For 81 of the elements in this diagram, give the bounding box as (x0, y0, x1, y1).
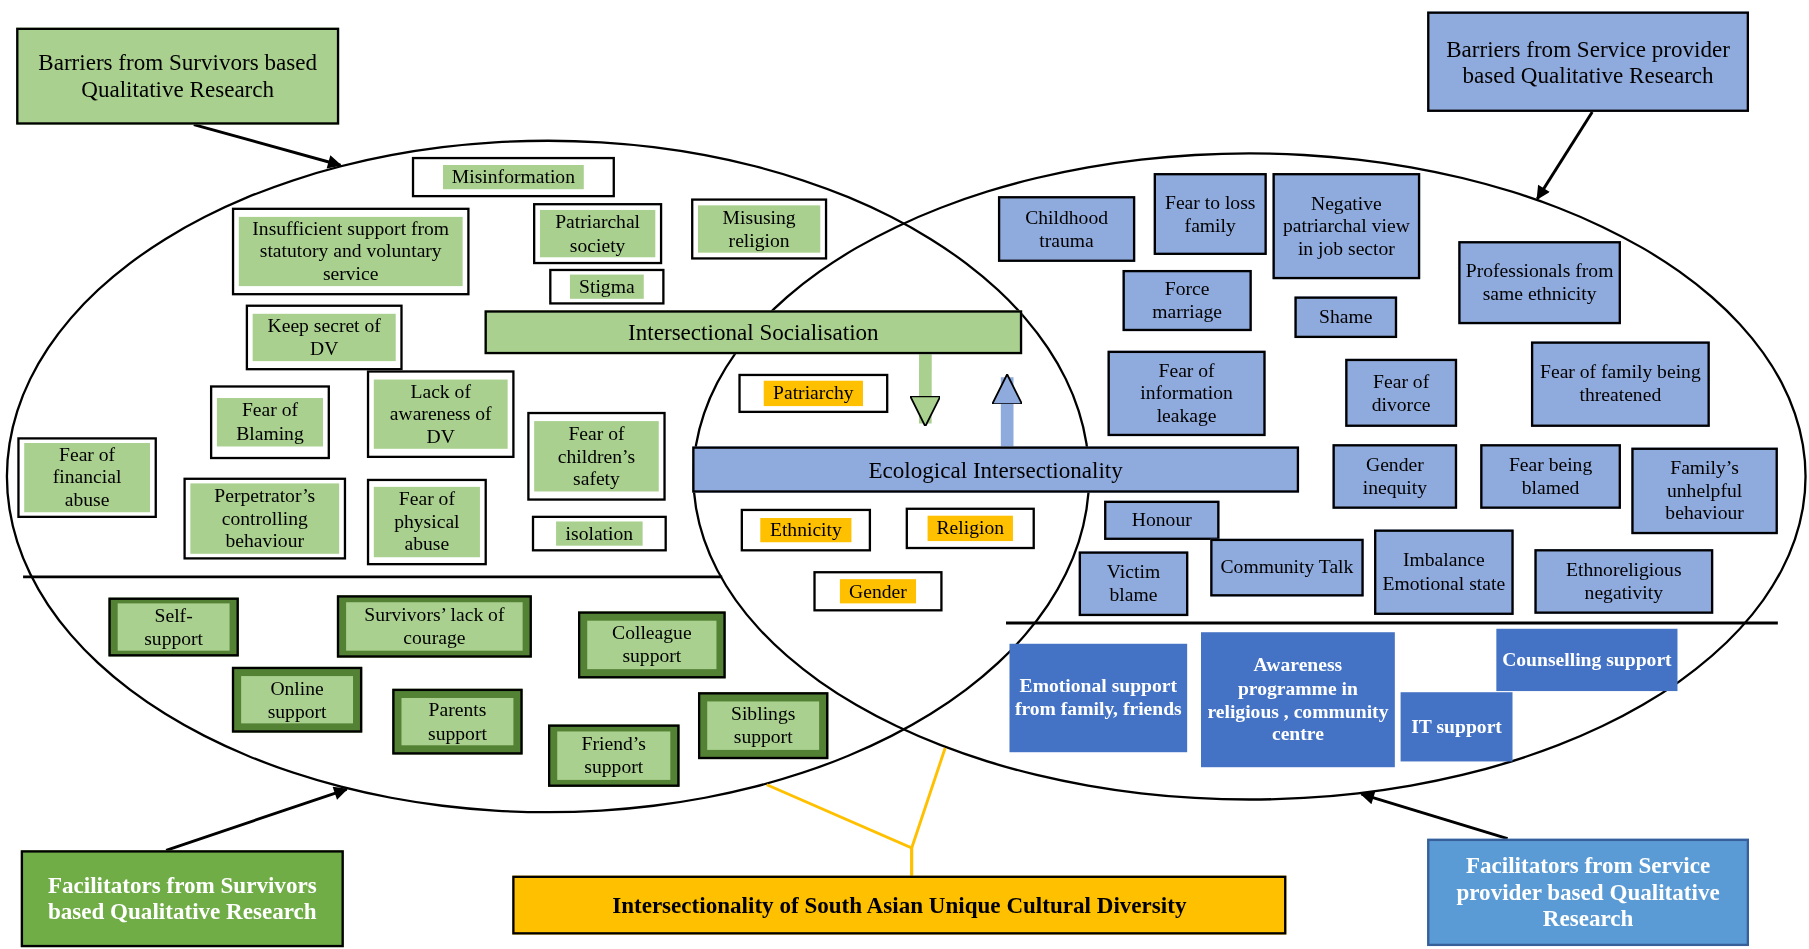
facilitator-box (392, 688, 523, 755)
facilitator-label: Online support (241, 676, 354, 724)
barrier-box (231, 207, 470, 296)
facilitator-box (108, 597, 239, 657)
barrier-box (527, 411, 666, 501)
block-arrow (909, 354, 942, 428)
barrier-box: Professionals from same ethnicity (1458, 241, 1621, 325)
barrier-label: Fear of Blaming (216, 398, 324, 446)
barrier-label: Patriarchal society (539, 209, 656, 258)
barrier-label: Keep secret of DV (252, 313, 396, 362)
barrier-box (17, 437, 157, 518)
barrier-label: Misusing religion (698, 205, 821, 253)
factor-box (813, 571, 943, 612)
facilitator-label: Colleague support (587, 621, 717, 669)
factor-label: Gender (839, 578, 917, 604)
facilitator-box (231, 666, 363, 733)
barrier-box: Shame (1294, 296, 1398, 339)
connector-line (910, 747, 947, 876)
barrier-box: Childhood trauma (997, 196, 1136, 262)
arrow (165, 786, 348, 852)
factor-box (905, 507, 1035, 550)
barrier-box (549, 268, 665, 305)
barrier-box: Fear being blamed (1480, 444, 1621, 509)
barrier-box: Gender inequity (1332, 444, 1458, 509)
factor-label: Ethnicity (760, 517, 852, 543)
factor-label: Religion (927, 515, 1014, 541)
barrier-box (245, 304, 403, 371)
barrier-label: Lack of awareness of DV (373, 379, 508, 450)
facilitator-label: Friend’s support (557, 731, 671, 780)
facilitator-box (698, 692, 829, 760)
barrier-box: Fear to loss family (1153, 173, 1267, 255)
heading-box: Facilitators from Service provider based Qualitative Research (1427, 838, 1749, 947)
heading-box: Facilitators from Survivors based Qualitative Research (20, 850, 344, 948)
barrier-label: Stigma (569, 274, 644, 300)
barrier-box: Negative patriarchal view in job sector (1272, 173, 1421, 280)
facilitator-label: Siblings support (707, 701, 820, 750)
barrier-box: Honour (1104, 500, 1220, 540)
barrier-box: Family’s unhelpful behaviour (1631, 447, 1778, 535)
arrow (193, 123, 342, 169)
facilitator-label: Self-support (117, 603, 230, 651)
barrier-box (533, 203, 663, 265)
facilitator-box: Counselling support (1496, 628, 1678, 692)
facilitator-box (548, 724, 680, 787)
barrier-label: Fear of financial abuse (24, 442, 150, 513)
barrier-label: Misinformation (442, 164, 585, 190)
facilitator-label: Survivors’ lack of courage (346, 602, 523, 651)
arrow (1360, 791, 1509, 841)
barrier-box (183, 477, 347, 560)
barrier-box: Community Talk (1210, 538, 1364, 597)
barrier-label: Perpetrator’s controlling behaviour (190, 483, 340, 554)
heading-box: Barriers from Survivors based Qualitative Research (16, 27, 340, 125)
barrier-label: isolation (556, 521, 643, 546)
barrier-box (691, 198, 828, 260)
barrier-box: Victim blame (1078, 551, 1189, 617)
facilitator-label: Parents support (401, 697, 514, 746)
barrier-label: Fear of physical abuse (373, 487, 480, 557)
barrier-box: Imbalance Emotional state (1374, 529, 1514, 615)
factor-label: Patriarchy (763, 380, 863, 406)
heading-box: Barriers from Service provider based Qualitative Research (1427, 11, 1749, 112)
barrier-label: Insufficient support from statutory and voluntary service (238, 216, 463, 287)
facilitator-box: Emotional support from family, friends (1009, 643, 1188, 753)
factor-box (740, 508, 872, 552)
facilitator-box: Awareness programme in religious , community centre (1201, 632, 1395, 768)
facilitator-box: IT support (1400, 692, 1513, 762)
barrier-label: Fear of children’s safety (534, 421, 659, 492)
barrier-box: Fear of information leakage (1107, 350, 1266, 437)
block-arrow (991, 373, 1024, 447)
barrier-box (411, 156, 615, 198)
barrier-box: Ethnoreligious negativity (1534, 549, 1714, 614)
theme-box: Intersectionality of South Asian Unique Cultural Diversity (512, 875, 1287, 935)
barrier-box (366, 478, 487, 566)
barrier-box (366, 370, 515, 458)
barrier-box: Fear of family being threatened (1530, 341, 1710, 427)
barrier-box (209, 385, 330, 460)
barrier-box (531, 515, 667, 552)
barrier-box: Force marriage (1122, 269, 1252, 332)
factor-box (738, 373, 889, 413)
facilitator-box (336, 595, 532, 658)
arrow (1536, 111, 1594, 201)
facilitator-box (578, 611, 726, 679)
barrier-box: Fear of divorce (1345, 358, 1458, 427)
